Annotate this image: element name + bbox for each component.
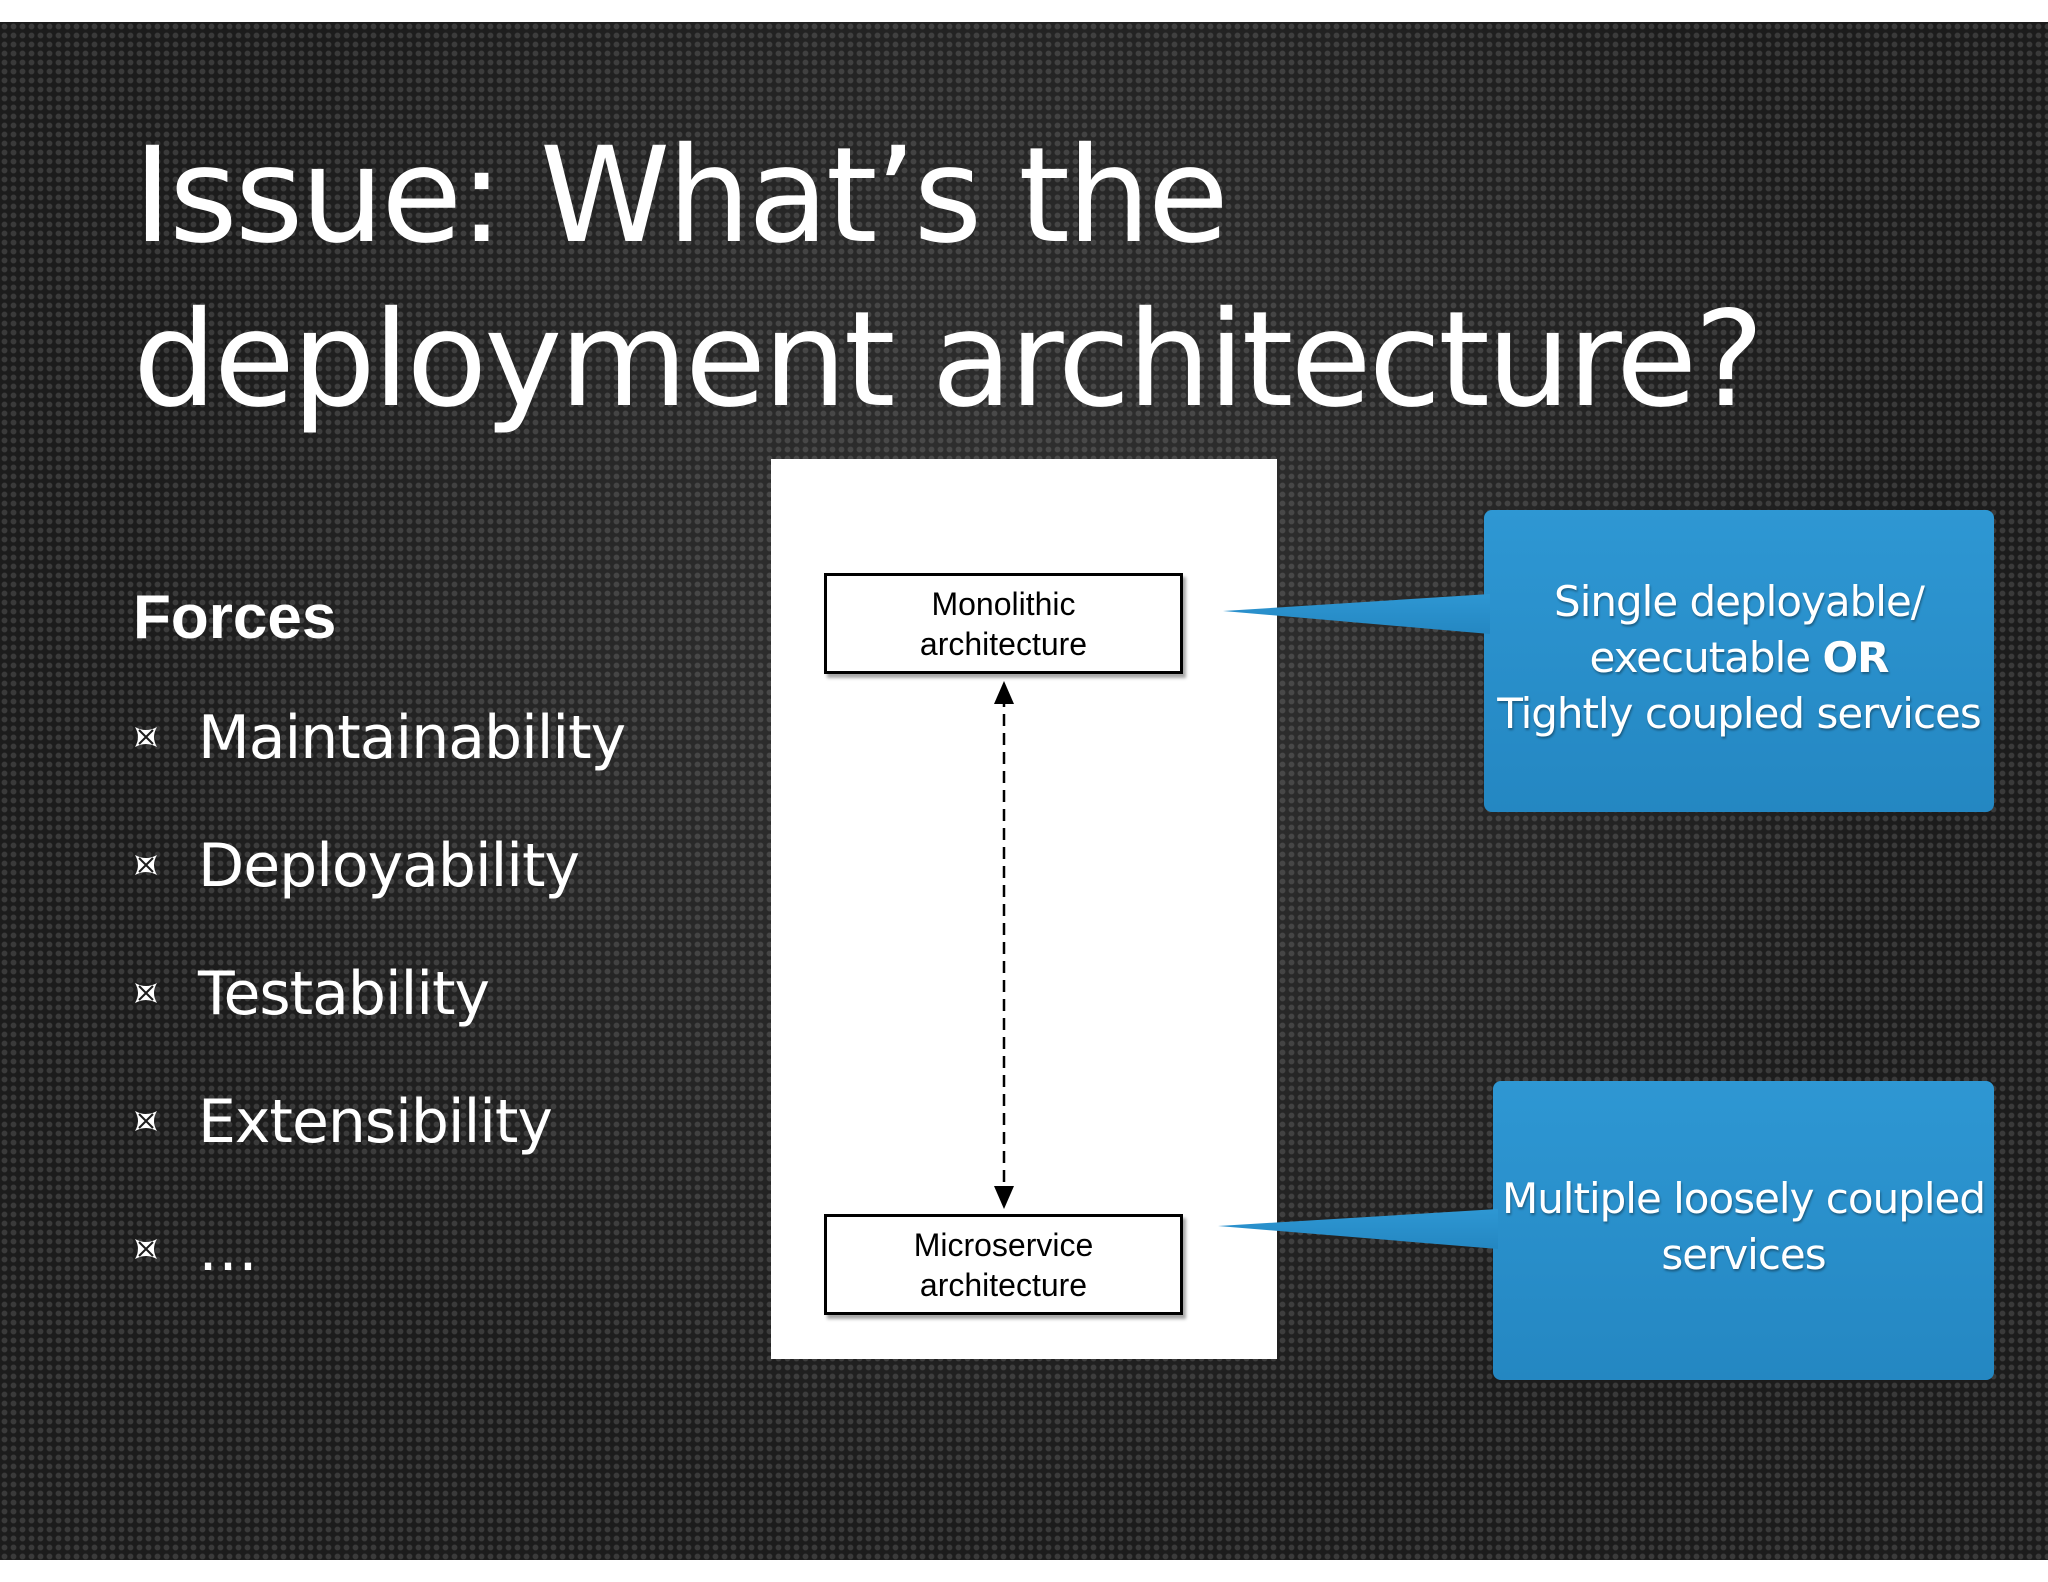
microservice-box-line-1: Microservice [913, 1226, 1094, 1263]
or-emphasis: OR [1822, 633, 1889, 682]
monolithic-callout-shape [1223, 510, 1994, 812]
force-label: … [198, 1215, 258, 1285]
force-item-testability: Testability [133, 958, 625, 1086]
monolithic-callout: Single deployable/ executable OR Tightly… [1484, 574, 1994, 742]
microservice-callout-line-1: Multiple loosely coupled [1501, 1174, 1986, 1223]
monolithic-callout-line-2: executable OR [1484, 630, 1994, 686]
microservice-architecture-box: Microservice architecture [824, 1214, 1183, 1315]
microservice-callout: Multiple loosely coupled services [1493, 1171, 1994, 1283]
forces-list: Maintainability Deployability Testabilit… [133, 702, 626, 1342]
slide: Issue: What’s the deployment architectur… [0, 22, 2048, 1560]
force-item-extensibility: Extensibility [133, 1086, 625, 1214]
force-item-ellipsis: … [133, 1214, 625, 1342]
force-label: Deployability [198, 831, 580, 901]
monolithic-callout-line-2-prefix: executable [1589, 633, 1823, 682]
diagram-panel: Monolithic architecture Microservice arc… [771, 459, 1277, 1359]
bullet-icon [135, 727, 157, 747]
force-item-deployability: Deployability [133, 830, 625, 958]
microservice-box-line-2: architecture [919, 1266, 1088, 1303]
microservice-callout-line-2: services [1661, 1230, 1826, 1279]
force-label: Testability [198, 959, 490, 1029]
monolithic-architecture-box: Monolithic architecture [824, 573, 1183, 674]
bullet-icon [135, 983, 157, 1003]
monolithic-box-line-2: architecture [919, 625, 1088, 662]
force-label: Extensibility [198, 1087, 553, 1157]
monolithic-callout-line-3: Tightly coupled services [1497, 689, 1982, 738]
callout-shapes [1218, 510, 1994, 1380]
forces-heading: Forces [133, 583, 337, 652]
slide-title: Issue: What’s the deployment architectur… [133, 119, 1764, 437]
bullet-icon [135, 855, 157, 875]
force-item-maintainability: Maintainability [133, 702, 626, 830]
monolithic-callout-line-1: Single deployable/ [1554, 577, 1925, 626]
microservice-callout-shape [1218, 1081, 1994, 1380]
force-label: Maintainability [198, 703, 626, 773]
monolithic-box-line-1: Monolithic [931, 585, 1076, 622]
dashed-double-arrow [994, 681, 1014, 1209]
bullet-icon [135, 1111, 157, 1131]
bullet-icon [135, 1239, 157, 1259]
